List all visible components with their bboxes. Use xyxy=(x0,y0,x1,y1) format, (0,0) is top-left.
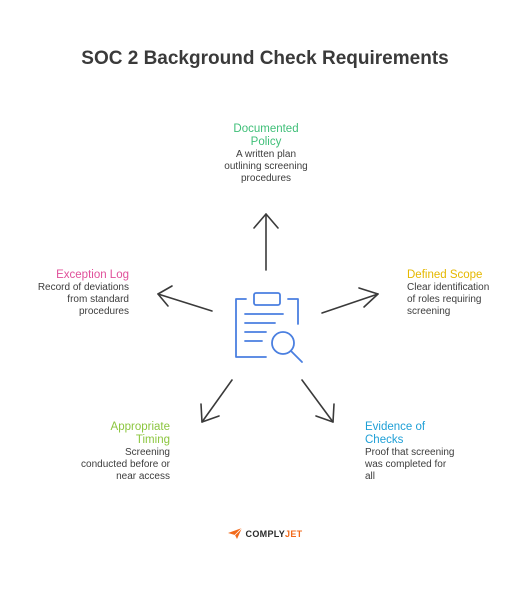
documented-policy-title-line1: Documented xyxy=(233,123,299,135)
brand-name-part1: COMPLY xyxy=(245,528,286,539)
defined-scope-desc-line2: of roles requiring xyxy=(407,294,482,305)
exception-log-desc-line2: from standard xyxy=(67,294,129,305)
evidence-of-checks-desc-line3: all xyxy=(365,471,376,482)
arrow-to-evidence-of-checks xyxy=(301,379,335,423)
appropriate-timing-title-line1: Appropriate xyxy=(110,421,170,433)
paper-plane-icon xyxy=(227,528,242,539)
documented-policy-desc-line1: A written plan xyxy=(235,149,297,160)
appropriate-timing-desc-line3: near access xyxy=(116,471,170,482)
page-title: SOC 2 Background Check Requirements xyxy=(81,48,449,69)
node-documented-policy: Documented Policy A written plan outlini… xyxy=(205,123,327,185)
defined-scope-desc-line1: Clear identification xyxy=(407,282,490,293)
appropriate-timing-desc-line1: Screening xyxy=(124,447,170,458)
brand-logo: COMPLYJET xyxy=(0,528,530,539)
arrow-to-documented-policy xyxy=(253,213,279,271)
evidence-of-checks-desc-line2: was completed for xyxy=(365,459,447,470)
arrow-to-defined-scope xyxy=(321,287,379,314)
documented-policy-desc-line2: outlining screening xyxy=(224,161,308,172)
arrow-to-appropriate-timing xyxy=(200,379,233,423)
node-defined-scope: Defined Scope Clear identification of ro… xyxy=(407,269,525,318)
clipboard-search-icon xyxy=(235,292,303,363)
exception-log-title: Exception Log xyxy=(56,269,129,281)
exception-log-desc-line1: Record of deviations xyxy=(37,282,129,293)
exception-log-desc-line3: procedures xyxy=(78,306,129,317)
appropriate-timing-title-line2: Timing xyxy=(135,434,170,446)
node-evidence-of-checks: Evidence of Checks Proof that screening … xyxy=(365,421,485,483)
documented-policy-title-line2: Policy xyxy=(250,136,282,148)
node-appropriate-timing: Appropriate Timing Screening conducted b… xyxy=(50,421,170,483)
arrow-to-exception-log xyxy=(157,285,213,312)
defined-scope-desc-line3: screening xyxy=(407,306,451,317)
evidence-of-checks-desc-line1: Proof that screening xyxy=(365,447,455,458)
brand-name-part2: JET xyxy=(285,528,303,539)
evidence-of-checks-title-line2: Checks xyxy=(365,434,404,446)
defined-scope-title: Defined Scope xyxy=(407,269,483,281)
evidence-of-checks-title-line1: Evidence of xyxy=(365,421,426,433)
documented-policy-desc-line3: procedures xyxy=(240,173,292,184)
appropriate-timing-desc-line2: conducted before or xyxy=(81,459,170,470)
node-exception-log: Exception Log Record of deviations from … xyxy=(10,269,129,318)
